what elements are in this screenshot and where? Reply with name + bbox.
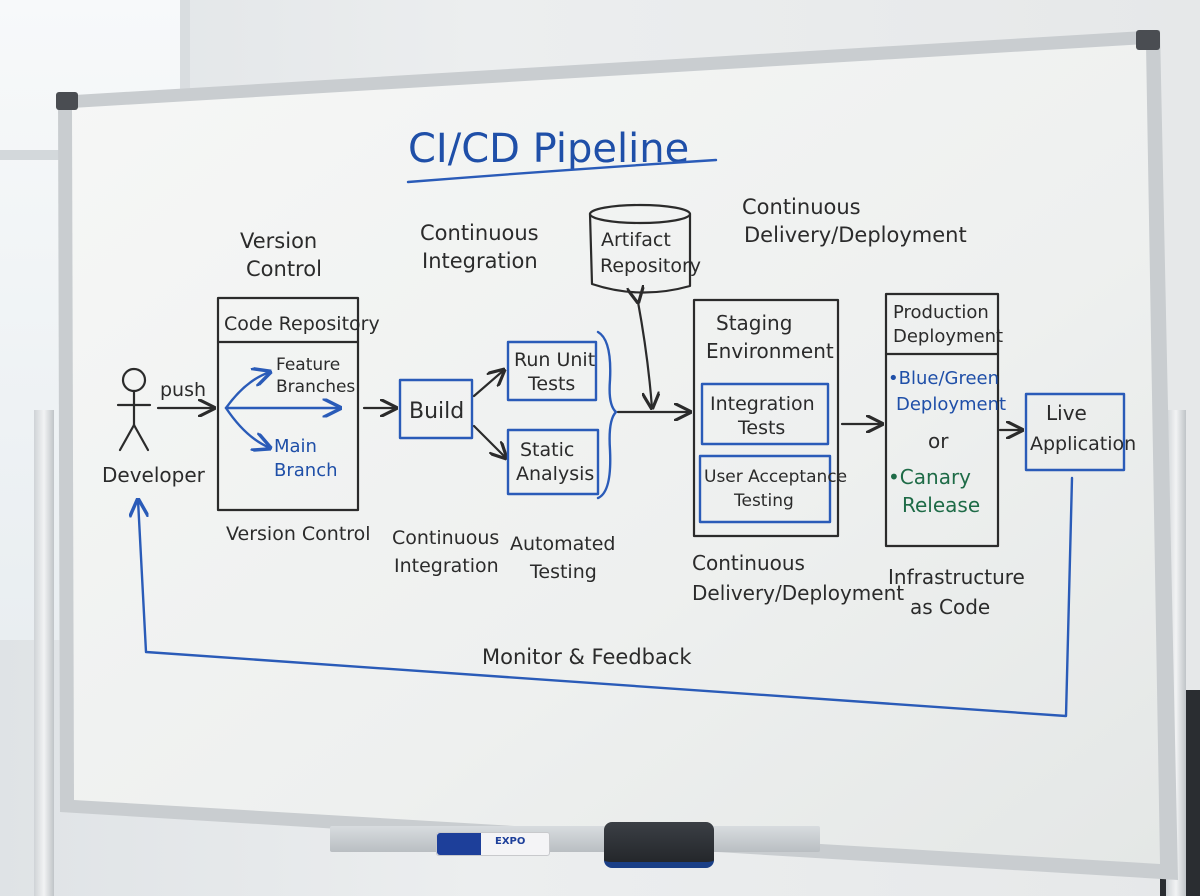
branch-arrow-feature: [224, 372, 270, 410]
live-application-line2: Application: [1030, 433, 1136, 455]
frame-corner: [56, 92, 78, 110]
user-acceptance-line1: User Acceptance: [704, 467, 847, 487]
build-box: [398, 378, 474, 440]
ci-top-line1: Continuous: [420, 221, 539, 245]
live-application-line1: Live: [1046, 401, 1087, 425]
bottom-cd-line2: Delivery/Deployment: [692, 581, 904, 605]
frame-corner: [1136, 30, 1160, 50]
marker: EXPO: [436, 832, 550, 856]
build-label: Build: [409, 399, 464, 424]
unit-tests-line2: Tests: [527, 373, 575, 395]
marker-cap: [437, 833, 481, 855]
arrow-to-static-analysis: [472, 424, 506, 458]
integration-tests-line2: Tests: [737, 417, 785, 439]
version-control-top-line2: Control: [246, 257, 322, 281]
testing-bracket: [596, 330, 618, 500]
live-application-box: [1024, 392, 1126, 472]
user-acceptance-line2: Testing: [733, 491, 794, 511]
staging-title-line1: Staging: [716, 311, 792, 335]
main-branch-line2: Branch: [274, 460, 338, 481]
version-control-top-line1: Version: [240, 229, 317, 253]
or-label: or: [928, 429, 949, 453]
code-repository-title: Code Repository: [224, 313, 380, 335]
marker-tray: [330, 826, 820, 852]
cd-top-line1: Continuous: [742, 195, 861, 219]
blue-green-line2: Deployment: [896, 394, 1006, 415]
title-underline: [406, 158, 718, 184]
staging-box: [692, 298, 840, 538]
bottom-ci-line1: Continuous: [392, 527, 499, 549]
integration-tests-line1: Integration: [710, 393, 815, 415]
user-acceptance-box: [698, 454, 832, 524]
bottom-ci-line2: Integration: [394, 555, 499, 577]
code-repository-box: [216, 296, 360, 512]
ci-top-line2: Integration: [422, 249, 538, 273]
static-analysis-line1: Static: [520, 439, 574, 461]
push-label: push: [160, 379, 206, 401]
production-box: [884, 292, 1000, 548]
marker-brand: EXPO: [495, 836, 526, 847]
production-title-line2: Deployment: [893, 326, 1003, 347]
integration-tests-box: [700, 382, 830, 446]
production-title-line1: Production: [893, 302, 989, 323]
developer-label: Developer: [102, 463, 206, 487]
cd-top-line2: Delivery/Deployment: [744, 223, 967, 247]
artifact-repository-line2: Repository: [600, 255, 701, 277]
feedback-loop-arrow: [138, 476, 1074, 718]
bottom-cd-line1: Continuous: [692, 551, 805, 575]
unit-tests-line1: Run Unit: [514, 349, 595, 371]
feature-branches-line2: Branches: [276, 377, 355, 397]
staging-title-line2: Environment: [706, 339, 834, 363]
main-branch-line1: Main: [274, 436, 317, 457]
canary-line2: Release: [902, 493, 980, 517]
developer-icon: [116, 367, 152, 452]
bottom-automated-testing-line2: Testing: [529, 561, 597, 583]
static-analysis-line2: Analysis: [516, 463, 594, 485]
feature-branches-line1: Feature: [276, 355, 340, 375]
artifact-repository-line1: Artifact: [601, 229, 671, 251]
bottom-infrastructure-line2: as Code: [910, 595, 990, 619]
static-analysis-box: [506, 428, 600, 496]
feedback-label: Monitor & Feedback: [482, 645, 692, 669]
artifact-bidirectional-arrow: [638, 302, 652, 408]
canary-line1: •Canary: [888, 465, 971, 489]
bottom-infrastructure-line1: Infrastructure: [888, 565, 1025, 589]
arrow-to-unit-tests: [472, 370, 504, 398]
bottom-automated-testing-line1: Automated: [510, 533, 615, 555]
blue-green-line1: •Blue/Green: [888, 368, 999, 389]
unit-tests-box: [506, 340, 598, 402]
branch-arrow-main: [224, 406, 270, 448]
eraser: [604, 822, 714, 868]
board-surface: [72, 44, 1160, 864]
stand-leg-left: [34, 410, 54, 896]
bottom-version-control: Version Control: [226, 523, 371, 545]
